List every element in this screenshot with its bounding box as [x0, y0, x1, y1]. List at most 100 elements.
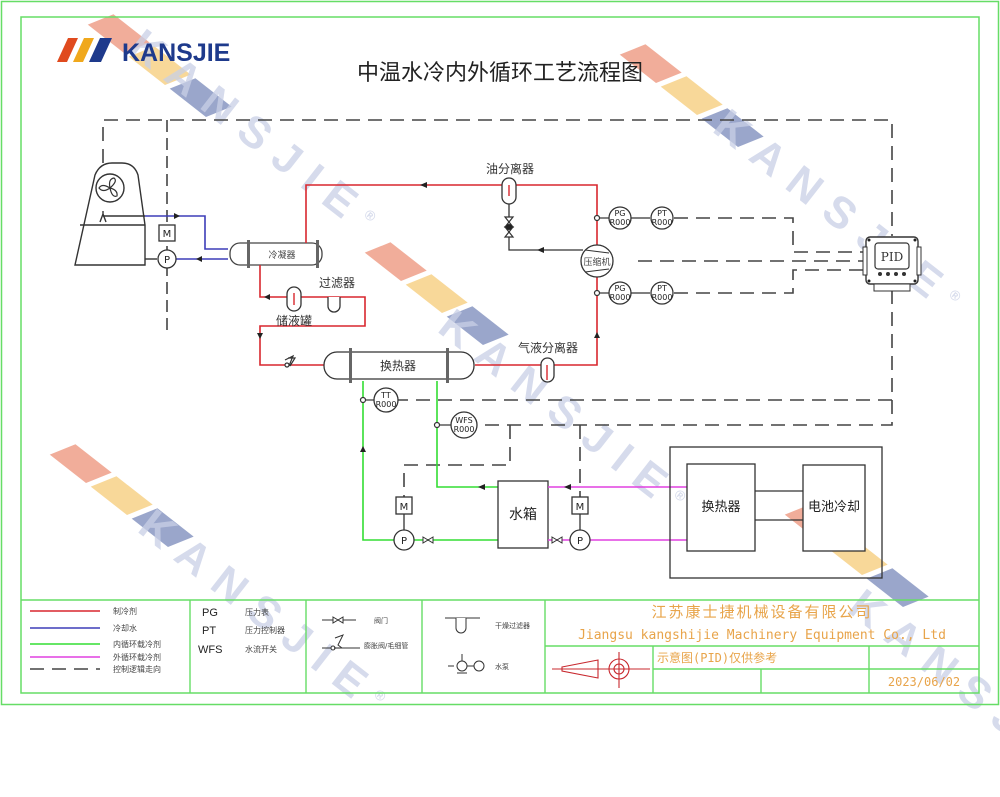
pid-label: PID [881, 250, 903, 264]
svg-text:PT: PT [657, 284, 667, 293]
svg-text:R000: R000 [610, 218, 631, 227]
drawing-date: 2023/06/02 [888, 675, 960, 689]
motor-box [395, 496, 413, 515]
pump-icon [569, 529, 591, 551]
diagram-title: 中温水冷内外循环工艺流程图 [357, 61, 643, 86]
control-line-top [102, 119, 893, 236]
refrigerant-discharge-line [305, 184, 598, 250]
legend-symbols [322, 616, 485, 674]
inner-loop-return [436, 381, 498, 488]
svg-text:P: P [577, 536, 583, 547]
logo-stripe-yellow [73, 38, 94, 62]
pid-controller[interactable]: PID [862, 236, 922, 292]
flow-arrow-icon [594, 332, 600, 338]
cooling-pump[interactable]: M P [157, 224, 177, 269]
receiver-tank[interactable]: 储液罐 [276, 286, 312, 328]
flow-arrow-icon [420, 182, 427, 188]
legend-abbreviations: PG 压力表 PT 压力控制器 WFS 水流开关 [198, 607, 285, 656]
pump-icon [157, 249, 177, 269]
dryer-filter-icon [445, 617, 480, 634]
flow-arrow-icon [264, 294, 270, 300]
flow-arrow-icon [196, 256, 202, 262]
oil-return-line [508, 204, 583, 251]
svg-text:R000: R000 [652, 218, 673, 227]
control-line-pt1 [674, 217, 865, 253]
pid-diagram: KANSJIE 中温水冷内外循环工艺流程图 M [0, 0, 1000, 706]
svg-text:压力表: 压力表 [245, 607, 269, 617]
motor-box [571, 496, 589, 515]
kansjie-logo: KANSJIE [57, 38, 230, 67]
svg-text:R000: R000 [652, 293, 673, 302]
svg-text:R000: R000 [610, 293, 631, 302]
cooling-tower [74, 162, 146, 266]
inner-loop-valve[interactable] [422, 536, 434, 544]
svg-text:M: M [400, 502, 409, 513]
heat-exchanger[interactable]: 换热器 [323, 348, 475, 383]
instrument-wfs[interactable]: WFS R000 [450, 411, 478, 439]
outer-loop-valve[interactable] [551, 536, 563, 544]
svg-text:换热器: 换热器 [701, 500, 740, 515]
compressor-label: 压缩机 [583, 256, 610, 268]
heat-exchanger-label: 换热器 [380, 359, 416, 373]
instrument-pg-2[interactable]: PG R000 [608, 281, 632, 305]
svg-text:PG: PG [202, 607, 218, 619]
control-line-pump-left [403, 425, 511, 497]
cooling-water-lines [145, 215, 228, 260]
inner-loop-supply [362, 381, 395, 541]
svg-text:冷却水: 冷却水 [113, 623, 137, 633]
filter[interactable]: 过滤器 [319, 276, 355, 313]
company-name-cn: 江苏康士捷机械设备有限公司 [651, 603, 872, 621]
cooling-water-return [145, 215, 228, 250]
refrigerant-liquid-line [259, 265, 366, 366]
oil-separator-label: 油分离器 [486, 161, 534, 176]
refrigerant-suction-line [475, 272, 598, 366]
control-line-pt2 [674, 269, 865, 294]
compressor[interactable]: 压缩机 [580, 244, 614, 278]
svg-text:外循环载冷剂: 外循环载冷剂 [113, 652, 161, 662]
svg-text:内循环载冷剂: 内循环载冷剂 [113, 639, 161, 649]
logo-brand: KANSJIE [122, 39, 230, 67]
svg-text:制冷剂: 制冷剂 [113, 606, 137, 616]
flow-arrow-icon [360, 446, 366, 452]
external-system: 换热器 电池冷却 [669, 446, 883, 579]
expansion-valve[interactable] [284, 354, 297, 368]
external-heat-exchanger[interactable]: 换热器 [686, 463, 756, 552]
svg-text:R000: R000 [454, 425, 475, 434]
svg-text:压力控制器: 压力控制器 [245, 625, 285, 635]
svg-text:R000: R000 [376, 400, 397, 409]
pump-label: P [164, 255, 170, 266]
instrument-pt-2[interactable]: PT R000 [650, 281, 674, 305]
legend-dryer-filter-label: 干燥过滤器 [495, 621, 530, 630]
battery-cooling[interactable]: 电池冷却 [802, 464, 866, 552]
legend-expansion-valve-label: 膨胀阀/毛细管 [364, 641, 408, 650]
legend-lines: 制冷剂 冷却水 内循环载冷剂 外循环载冷剂 控制逻辑走向 [30, 606, 161, 674]
outer-loop-pump[interactable]: M P [569, 496, 591, 551]
water-tank[interactable]: 水箱 [497, 480, 549, 549]
expansion-valve-icon [322, 634, 360, 651]
svg-text:PT: PT [657, 209, 667, 218]
flow-arrow-icon [478, 484, 485, 490]
svg-text:WFS: WFS [198, 644, 222, 656]
filter-label: 过滤器 [319, 276, 355, 290]
oil-separator[interactable]: 油分离器 [486, 161, 534, 205]
control-lines [102, 119, 893, 497]
outer-loop-lines [548, 486, 687, 541]
condenser[interactable]: 冷凝器 [229, 240, 323, 268]
gas-liquid-separator-label: 气液分离器 [518, 340, 578, 355]
svg-text:M: M [576, 502, 585, 513]
pump-icon [393, 529, 415, 551]
gas-liquid-separator[interactable]: 气液分离器 [518, 340, 578, 383]
condenser-label: 冷凝器 [268, 249, 295, 261]
oil-return-valve[interactable] [503, 216, 515, 238]
instrument-pt-1[interactable]: PT R000 [650, 206, 674, 230]
motor-label: M [163, 229, 172, 240]
receiver-label: 储液罐 [276, 313, 312, 328]
water-pump-icon [448, 654, 485, 674]
instrument-pg-1[interactable]: PG R000 [608, 206, 632, 230]
instrument-tt[interactable]: TT R000 [373, 387, 399, 413]
svg-text:P: P [401, 536, 407, 547]
svg-text:水流开关: 水流开关 [245, 644, 277, 654]
flow-arrow-icon [537, 247, 544, 253]
inner-loop-pump[interactable]: M P [393, 496, 415, 551]
flow-arrow-icon [174, 213, 180, 219]
